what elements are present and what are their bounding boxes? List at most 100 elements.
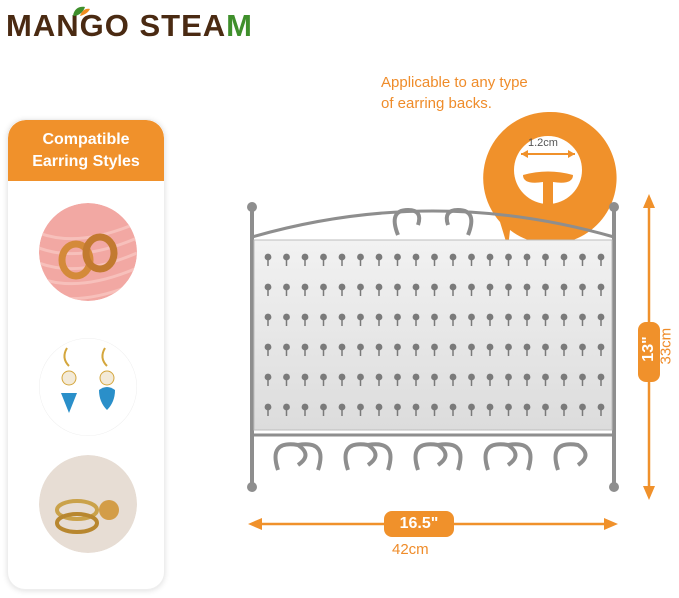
rack-hole: [468, 373, 475, 381]
rack-hole: [264, 253, 272, 261]
drop-earrings-image: [39, 338, 137, 436]
rack-hole: [579, 253, 586, 261]
rack-hole: [449, 403, 457, 411]
rack-hole: [394, 283, 401, 291]
rack-hole: [505, 403, 512, 411]
rack-hole: [338, 283, 346, 291]
brand-logo-part: O STEA: [104, 8, 227, 43]
rack-hole: [449, 343, 457, 351]
width-cm: 42cm: [392, 541, 429, 558]
rack-hole: [449, 283, 457, 291]
rack-hole: [579, 313, 586, 321]
rack-hole: [394, 373, 401, 381]
rack-hole: [301, 283, 309, 291]
rack-hole: [560, 343, 568, 351]
rack-hole: [320, 373, 327, 381]
rack-hole: [412, 343, 420, 351]
rack-hole: [394, 403, 401, 411]
rack-hole: [412, 313, 420, 321]
rack-hole: [264, 313, 272, 321]
rack-hole: [523, 343, 531, 351]
rack-hole: [486, 343, 494, 351]
rack-hole: [431, 253, 438, 261]
rack-hole: [449, 313, 457, 321]
rack-hole: [560, 403, 568, 411]
rack-hole: [412, 253, 420, 261]
rack-hole: [375, 283, 383, 291]
rack-hole: [597, 343, 605, 351]
rack-hole: [486, 283, 494, 291]
brand-logo-part: MA: [6, 8, 57, 43]
rack-hole: [449, 253, 457, 261]
rack-hole: [320, 313, 327, 321]
rack-hole: [523, 283, 531, 291]
rack-hole: [505, 313, 512, 321]
rack-hole: [283, 373, 290, 381]
rack-hole: [468, 253, 475, 261]
rack-hole: [357, 373, 364, 381]
rack-hole: [320, 253, 327, 261]
rack-hole: [560, 313, 568, 321]
rack-hole: [468, 313, 475, 321]
ear-cuff-image: [39, 455, 137, 553]
earring-back-zoom: [483, 111, 617, 248]
rack-hole: [579, 403, 586, 411]
rack-hole: [579, 343, 586, 351]
rack-hole: [542, 313, 549, 321]
rack-hole: [375, 313, 383, 321]
rack-hole: [505, 373, 512, 381]
rack-hole: [560, 283, 568, 291]
rack-hole: [375, 373, 383, 381]
rack-hole: [431, 343, 438, 351]
brand-logo-part: M: [226, 8, 253, 43]
rack-hole: [412, 283, 420, 291]
rack-hole: [338, 253, 346, 261]
rack-hole: [338, 343, 346, 351]
rack-hole: [579, 283, 586, 291]
rack-hole: [264, 373, 272, 381]
rack-hole: [597, 283, 605, 291]
rack-hole: [505, 283, 512, 291]
rack-hole: [597, 403, 605, 411]
rack-hole: [320, 343, 327, 351]
rack-hole: [597, 373, 605, 381]
rack-hole: [486, 403, 494, 411]
panel-title-line1: Compatible: [42, 131, 130, 148]
rack-hole: [560, 373, 568, 381]
rack-hole: [523, 373, 531, 381]
rack-hole: [357, 283, 364, 291]
rack-hole: [468, 283, 475, 291]
rack-hole: [264, 403, 272, 411]
rack-hole: [523, 403, 531, 411]
rack-hole: [486, 253, 494, 261]
rack-hole: [597, 313, 605, 321]
compatible-styles-panel: Compatible Earring Styles: [7, 119, 165, 590]
rack-hole: [523, 313, 531, 321]
rack-hole: [468, 403, 475, 411]
rack-hole: [394, 343, 401, 351]
rack-hole: [264, 343, 272, 351]
leaf-icon: [73, 6, 90, 16]
rack-hole: [338, 403, 346, 411]
height-cm: 33cm: [657, 327, 675, 365]
hoop-earrings-image: [39, 203, 137, 301]
panel-title: Compatible Earring Styles: [8, 120, 164, 181]
panel-title-line2: Earring Styles: [32, 153, 140, 170]
rack-hole: [486, 313, 494, 321]
width-inches: 16.5": [384, 511, 454, 537]
back-size-label: 1.2cm: [528, 137, 558, 149]
rack-hole: [486, 373, 494, 381]
rack-hole: [449, 373, 457, 381]
rack-hole: [357, 343, 364, 351]
rack-hole: [394, 253, 401, 261]
rack-hole: [338, 313, 346, 321]
rack-hole: [542, 373, 549, 381]
callout-line1: Applicable to any type: [381, 74, 528, 91]
rack-hole: [542, 403, 549, 411]
rack-hole: [301, 343, 309, 351]
rack-hole: [579, 373, 586, 381]
earring-holder-rack: [247, 202, 619, 492]
rack-hole: [301, 403, 309, 411]
rack-hole: [542, 253, 549, 261]
callout-line2: of earring backs.: [381, 95, 492, 112]
